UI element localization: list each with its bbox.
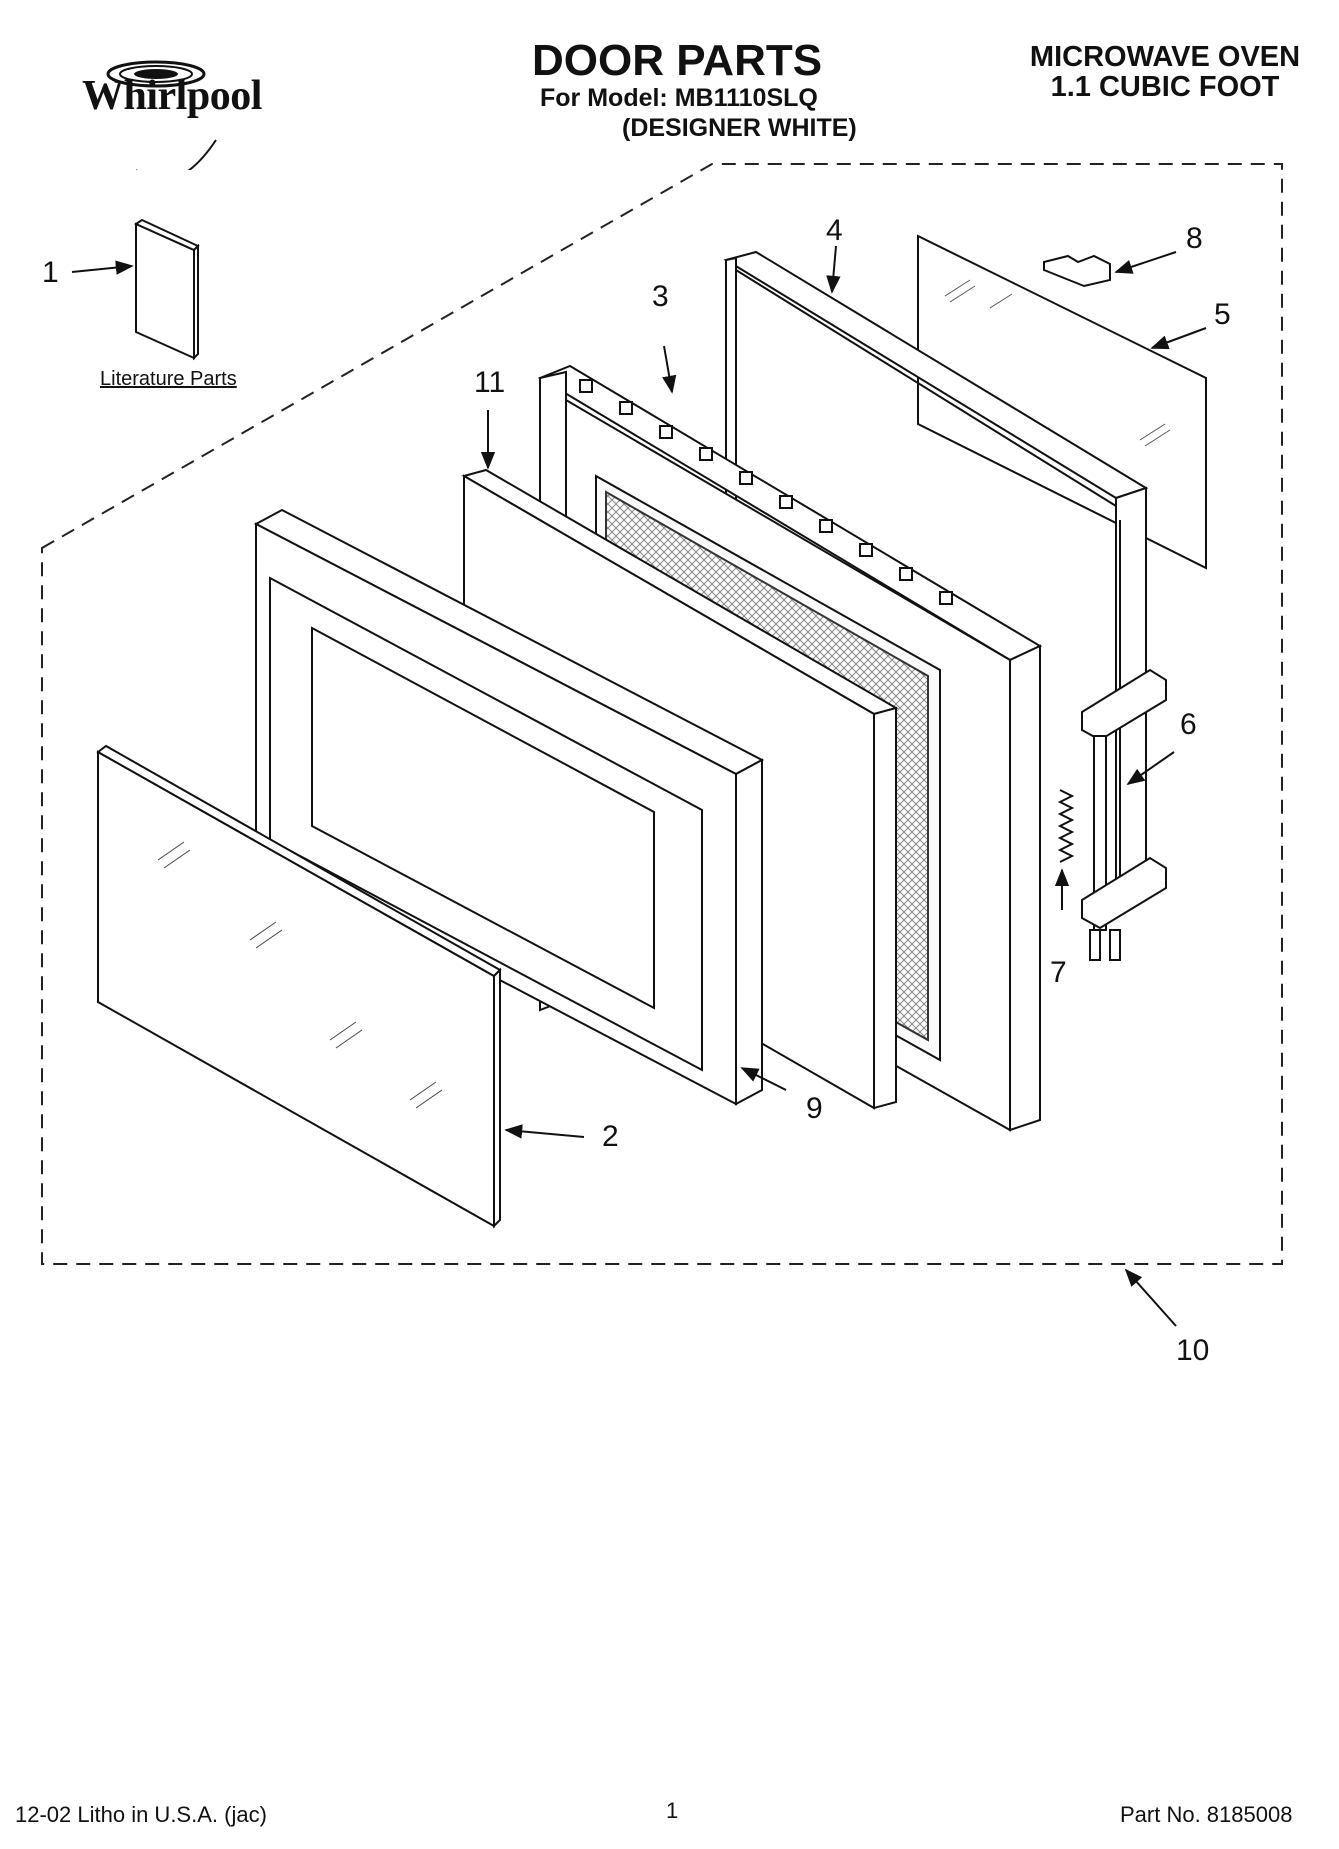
footer-part-number: Part No. 8185008 (1120, 1802, 1293, 1827)
product-name: MICROWAVE OVEN 1.1 CUBIC FOOT (1005, 42, 1325, 103)
product-line-1: MICROWAVE OVEN (1029, 41, 1301, 73)
glass-panel-front (96, 744, 502, 1229)
callout-7: 7 (1050, 956, 1067, 989)
callout-9: 9 (806, 1092, 823, 1125)
kit-boundary (41, 163, 1283, 1265)
callout-5: 5 (1214, 298, 1231, 331)
callout-10: 10 (1176, 1334, 1210, 1367)
page-title: DOOR PARTS (532, 36, 823, 85)
brand-wordmark: Whirlpool (82, 73, 262, 119)
footer-page-number: 1 (666, 1798, 679, 1823)
callout-4: 4 (826, 214, 843, 247)
latch-spring (1057, 789, 1075, 863)
callout-6: 6 (1180, 708, 1197, 741)
model-line: For Model: MB1110SLQ (540, 84, 818, 112)
door-bracket (1043, 254, 1111, 288)
literature-parts-label: Literature Parts (100, 368, 237, 390)
literature-parts-booklet (133, 218, 200, 361)
footer-litho: 12-02 Litho in U.S.A. (jac) (15, 1802, 267, 1827)
callout-2: 2 (602, 1120, 619, 1153)
door-latch (1081, 668, 1167, 961)
callout-leaders (71, 245, 1207, 1327)
callout-1: 1 (42, 256, 59, 289)
callout-8: 8 (1186, 222, 1203, 255)
callout-3: 3 (652, 280, 669, 313)
product-line-2: 1.1 CUBIC FOOT (1050, 71, 1280, 104)
door-trim (253, 508, 765, 1106)
callout-11: 11 (474, 366, 506, 399)
variant-line: (DESIGNER WHITE) (622, 114, 857, 142)
